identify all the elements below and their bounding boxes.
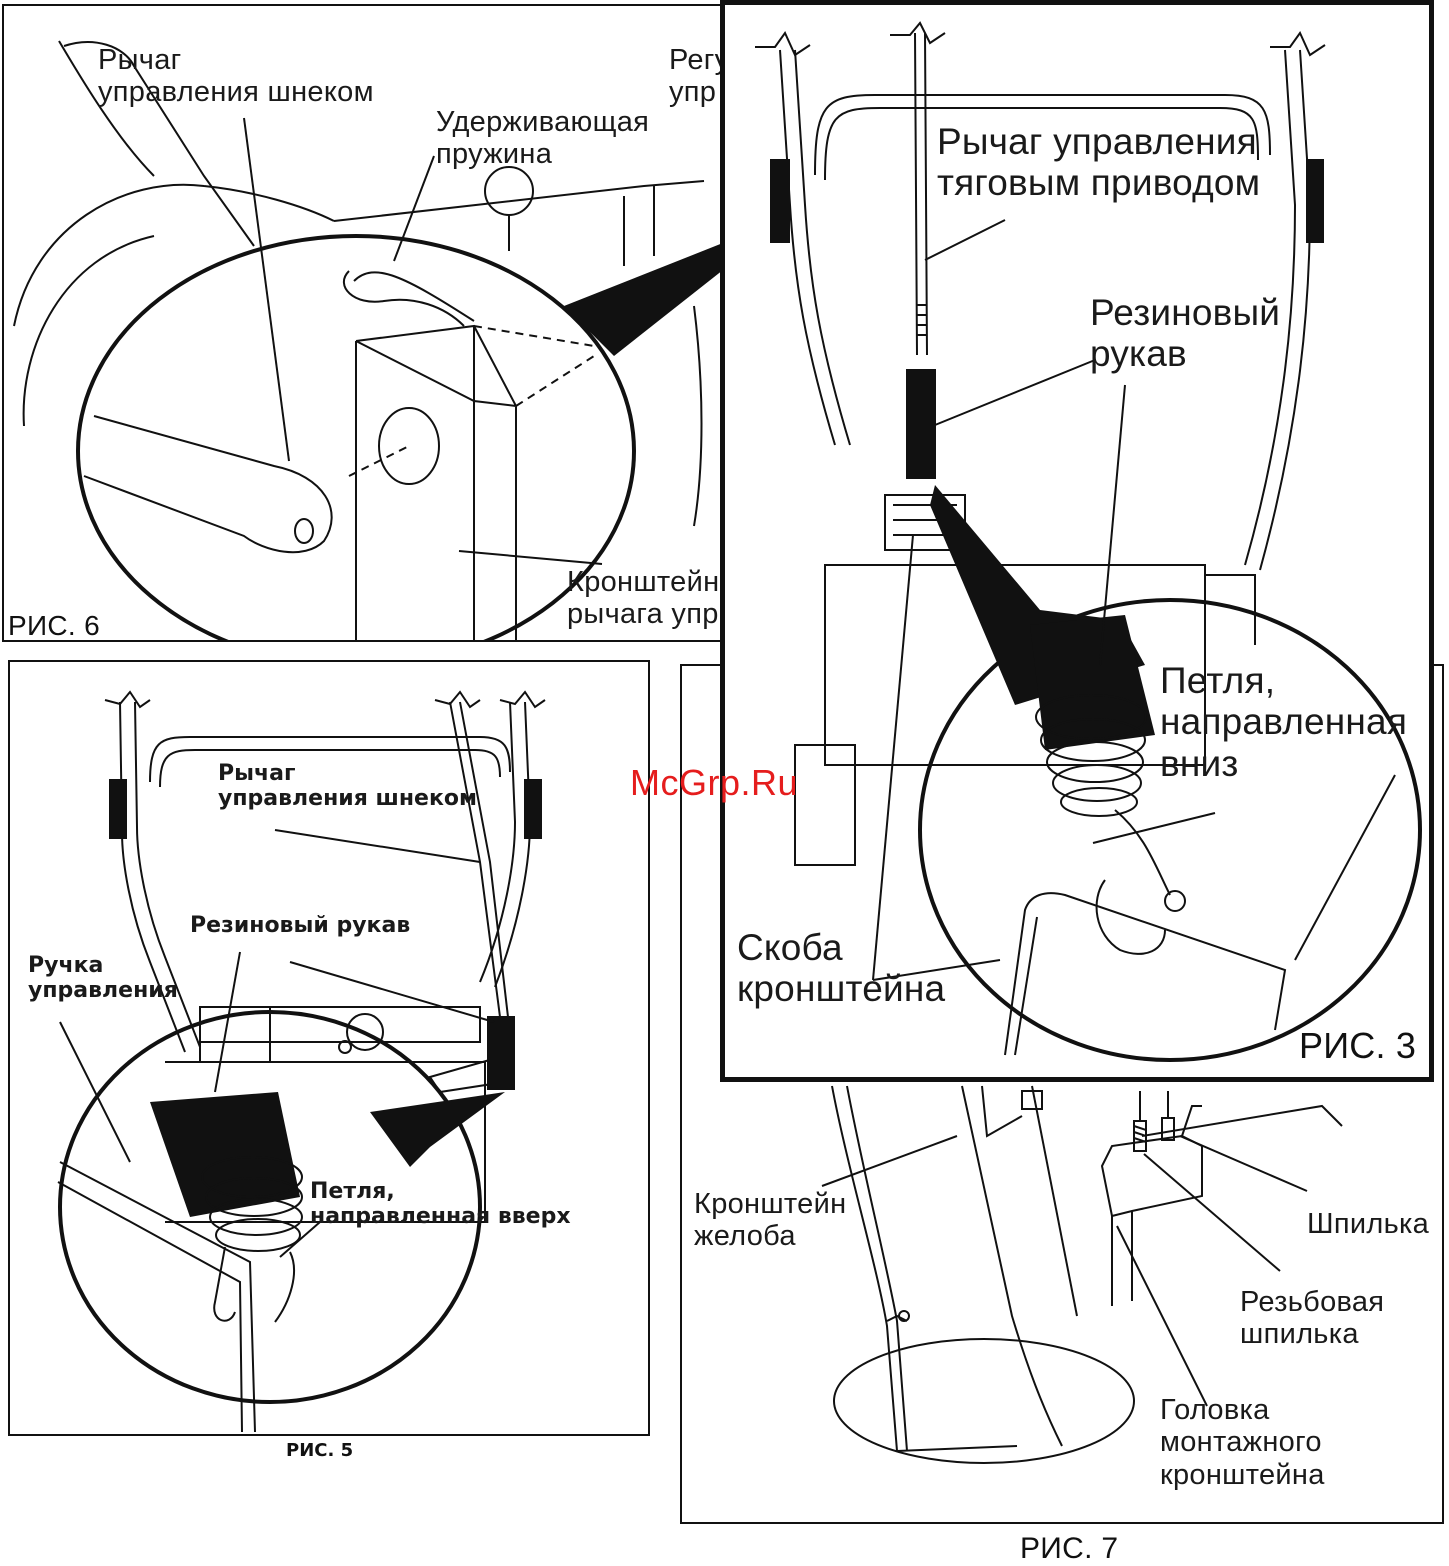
figure-6-caption: РИС. 6 — [8, 610, 100, 641]
figure-5-caption: РИС. 5 — [286, 1440, 354, 1461]
watermark: McGrp.Ru — [630, 762, 799, 803]
rubber-sleeve-label: Резиновый рукав — [190, 913, 411, 938]
figure-6-drawing — [13, 40, 726, 640]
figure-3-drawing — [755, 21, 1422, 1062]
figure-5-drawing — [57, 690, 546, 1433]
figure-7-drawing — [821, 1085, 1343, 1464]
figure-3-caption: РИС. 3 — [1299, 1025, 1417, 1066]
figure-7-caption: РИС. 7 — [1020, 1532, 1119, 1565]
pin-label: Шпилька — [1307, 1208, 1430, 1240]
loop-up-label: Петля,направленная вверх — [310, 1179, 571, 1229]
